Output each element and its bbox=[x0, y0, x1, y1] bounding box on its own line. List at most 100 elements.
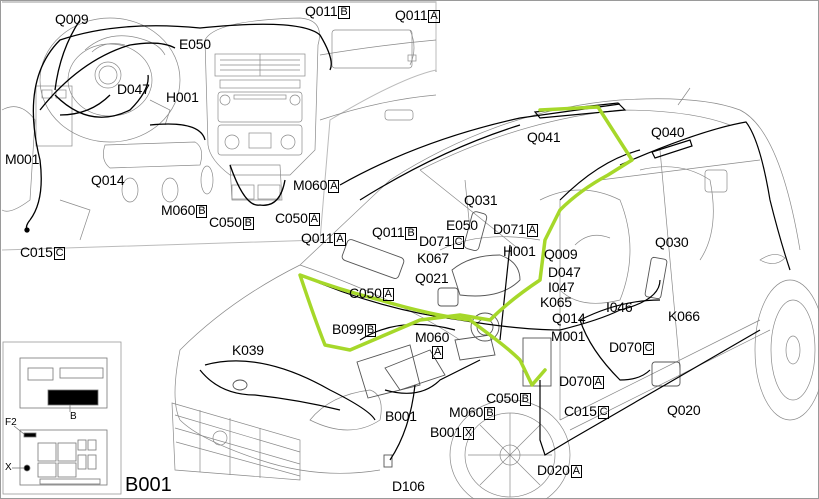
instrument-cluster-car bbox=[451, 254, 521, 297]
label-code: D071 bbox=[419, 233, 452, 249]
label-code: M060 bbox=[415, 329, 450, 345]
label-code: D070 bbox=[559, 373, 592, 389]
label-code: Q020 bbox=[667, 402, 701, 418]
label-suffix: B bbox=[364, 324, 377, 337]
body-computer-m001 bbox=[35, 85, 73, 147]
label-q020: Q020 bbox=[667, 402, 701, 418]
knee-panel bbox=[103, 141, 202, 169]
harness-roof-rear bbox=[619, 121, 791, 271]
dashboard-sketch bbox=[1, 17, 437, 241]
label-code: K065 bbox=[540, 294, 572, 310]
label-k039: K039 bbox=[232, 343, 264, 357]
label-q021: Q021 bbox=[415, 270, 449, 286]
label-e050-inset: E050 bbox=[179, 37, 211, 51]
label-q030: Q030 bbox=[655, 234, 689, 250]
fiat-badge-steering bbox=[94, 61, 122, 89]
label-h001-car: H001 bbox=[503, 244, 536, 258]
fusebox-bottom-view bbox=[19, 429, 108, 486]
ground-point-x bbox=[23, 464, 31, 472]
fusebox-callout-f2: F2 bbox=[5, 417, 17, 428]
label-code: Q031 bbox=[464, 192, 498, 208]
label-code: D020 bbox=[537, 462, 570, 478]
front-bumper bbox=[179, 419, 381, 474]
fusebox-b-block bbox=[47, 389, 99, 406]
pedal-brake bbox=[161, 177, 179, 203]
label-suffix: B bbox=[242, 217, 254, 230]
label-suffix: C bbox=[642, 342, 655, 355]
label-code: M060 bbox=[161, 202, 196, 218]
label-k065: K065 bbox=[540, 295, 572, 309]
label-h001-inset: H001 bbox=[166, 90, 199, 104]
label-suffix: C bbox=[452, 236, 465, 249]
fuse-f2 bbox=[23, 432, 37, 438]
label-code: Q014 bbox=[91, 172, 125, 188]
dashboard-inset bbox=[1, 1, 437, 251]
radio-unit bbox=[217, 91, 303, 123]
m060-unit bbox=[454, 334, 496, 361]
label-code: Q011 bbox=[301, 230, 334, 246]
pedal-accelerator bbox=[200, 165, 214, 195]
label-code: K039 bbox=[232, 342, 264, 358]
fusebox-callout-x: X bbox=[5, 462, 12, 473]
label-d106: D106 bbox=[392, 479, 425, 493]
label-code: K067 bbox=[417, 250, 449, 266]
label-code: H001 bbox=[503, 243, 536, 259]
label-code: D106 bbox=[392, 478, 425, 494]
label-suffix: A bbox=[570, 465, 582, 478]
passenger-airbag-car bbox=[341, 239, 405, 279]
steering-wheel-car bbox=[470, 312, 500, 342]
label-code: Q041 bbox=[527, 129, 561, 145]
label-suffix: A bbox=[432, 346, 444, 359]
door-lock-q020 bbox=[651, 361, 681, 387]
label-code: Q011 bbox=[305, 3, 338, 19]
hood bbox=[174, 264, 301, 421]
label-suffix: B bbox=[484, 407, 496, 420]
label-suffix: B bbox=[405, 227, 417, 240]
side-airbag-q030 bbox=[644, 256, 668, 300]
label-code: D071 bbox=[493, 221, 526, 237]
label-code: I047 bbox=[548, 279, 575, 295]
dashboard-harness bbox=[24, 19, 332, 233]
label-suffix: A bbox=[328, 180, 340, 193]
label-q040: Q040 bbox=[651, 125, 685, 139]
front-wheel bbox=[449, 399, 571, 499]
label-code: D047 bbox=[548, 264, 581, 280]
fusebox-inset bbox=[2, 341, 122, 495]
label-k067: K067 bbox=[417, 251, 449, 265]
label-code: Q011 bbox=[395, 7, 428, 23]
steering-column-switch bbox=[463, 211, 488, 251]
label-code: I046 bbox=[606, 299, 633, 315]
label-e050-car: E050 bbox=[446, 218, 478, 232]
front-grille bbox=[171, 402, 301, 481]
climate-control bbox=[217, 124, 303, 156]
fiat-badge-grille bbox=[212, 430, 228, 446]
label-q014-car: Q014 bbox=[552, 311, 586, 325]
roof-line bbox=[389, 98, 801, 251]
label-code: Q030 bbox=[655, 234, 689, 250]
label-code: Q011 bbox=[372, 224, 405, 240]
label-code: C015 bbox=[20, 244, 53, 260]
label-suffix: B bbox=[196, 205, 208, 218]
rear-seat bbox=[639, 166, 714, 261]
washer-k039 bbox=[232, 379, 248, 391]
label-code: H001 bbox=[166, 89, 199, 105]
label-code: M060 bbox=[449, 404, 484, 420]
label-code: B099 bbox=[332, 321, 364, 337]
label-code: Q021 bbox=[415, 270, 449, 286]
